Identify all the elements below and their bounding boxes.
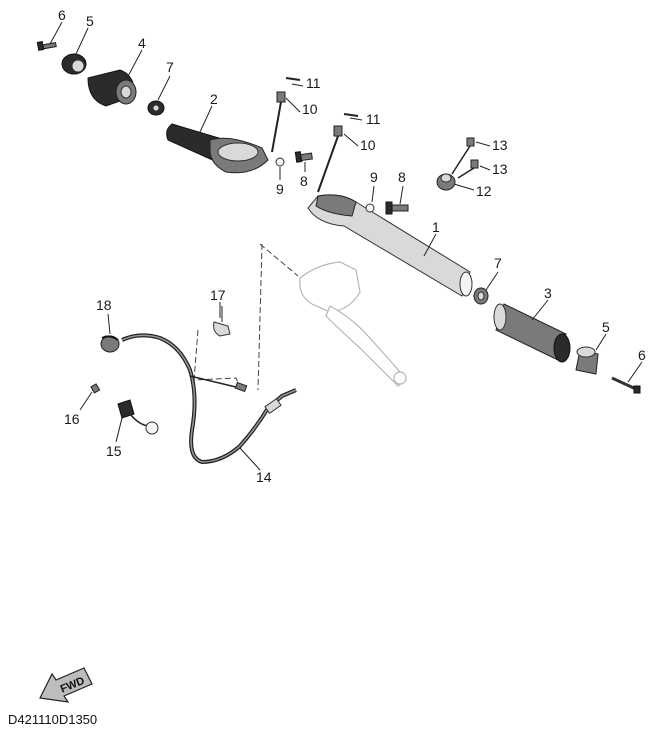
part-13-screw-b <box>457 159 479 179</box>
callout-11: 11 <box>366 111 381 127</box>
callout-5: 5 <box>602 319 610 335</box>
callout-7: 7 <box>494 255 502 271</box>
callout-13: 13 <box>492 161 508 177</box>
callout-10: 10 <box>360 137 376 153</box>
callout-16: 16 <box>64 411 80 427</box>
part-9-washer-left <box>275 157 285 167</box>
callout-10: 10 <box>302 101 318 117</box>
part-11-screw-left <box>285 77 301 81</box>
callout-labels: 6 5 4 7 2 11 10 9 8 11 10 9 8 13 13 12 1… <box>58 7 646 485</box>
part-8-bolt-left <box>294 151 313 163</box>
callout-7: 7 <box>166 59 174 75</box>
part-10-bolt-right-clamp <box>317 125 343 193</box>
part-11-screw-right <box>343 113 359 117</box>
callout-4: 4 <box>138 35 146 51</box>
leader-lines <box>49 21 643 471</box>
callout-9: 9 <box>370 169 378 185</box>
part-14-clutch-cable <box>121 333 297 465</box>
part-6-end-bolt-right <box>611 376 641 394</box>
part-5-bar-end-weight-right <box>575 346 599 375</box>
part-17-clip <box>213 306 231 337</box>
part-4-throttle-grip <box>87 69 137 107</box>
part-7-collar-left <box>147 100 165 116</box>
part-6-end-bolt-left <box>36 40 57 51</box>
part-18-clamp <box>100 335 120 353</box>
callout-17: 17 <box>210 287 226 303</box>
callout-3: 3 <box>544 285 552 301</box>
part-2-left-handlebar <box>166 123 269 174</box>
fwd-arrow-icon: FWD <box>39 667 93 703</box>
clutch-lever-assembly-reference <box>259 243 407 387</box>
part-16-screw <box>90 383 101 394</box>
part-5-bar-end-weight-left <box>61 53 87 75</box>
part-1-right-handlebar <box>307 194 473 297</box>
callout-6: 6 <box>638 347 646 363</box>
callout-14: 14 <box>256 469 272 485</box>
part-15-clutch-switch <box>117 399 159 435</box>
part-7-collar-right <box>473 287 489 305</box>
callout-18: 18 <box>96 297 112 313</box>
part-3-grip-right <box>493 303 571 363</box>
callout-15: 15 <box>106 443 122 459</box>
callout-8: 8 <box>398 169 406 185</box>
callout-9: 9 <box>276 181 284 197</box>
part-8-bolt-right <box>385 201 409 215</box>
callout-6: 6 <box>58 7 66 23</box>
part-12-clamp <box>436 173 456 191</box>
callout-11: 11 <box>306 75 321 91</box>
diagram-code: D421110D1350 <box>8 712 98 727</box>
callout-12: 12 <box>476 183 492 199</box>
callout-5: 5 <box>86 13 94 29</box>
reference-line-lever <box>257 243 263 391</box>
callout-8: 8 <box>300 173 308 189</box>
callout-2: 2 <box>210 91 218 107</box>
callout-13: 13 <box>492 137 508 153</box>
part-9-washer-right <box>365 203 375 213</box>
callout-1: 1 <box>432 219 440 235</box>
part-10-bolt-left-clamp <box>271 91 286 153</box>
part-13-screw-a <box>451 137 475 175</box>
